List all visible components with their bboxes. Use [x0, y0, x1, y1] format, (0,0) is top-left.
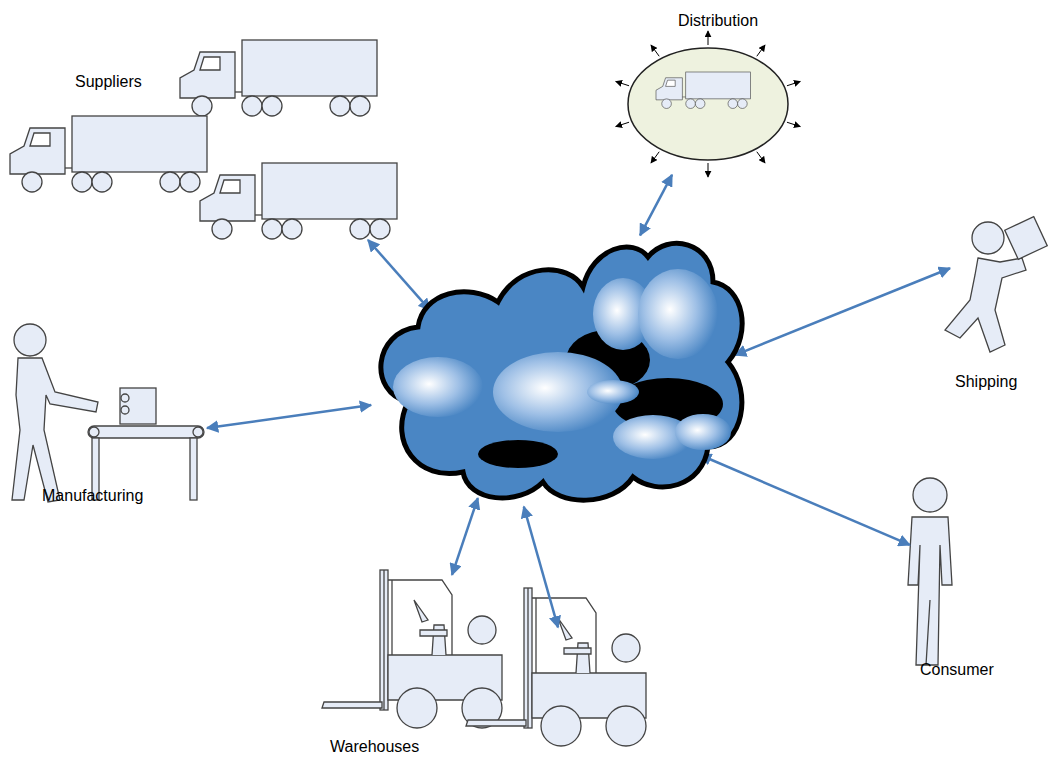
shipping-group: Shipping [935, 210, 1050, 392]
radiating-arrow [616, 122, 629, 126]
double-arrow [700, 455, 910, 545]
group-label: Manufacturing [42, 486, 143, 505]
radiating-arrow [787, 81, 800, 85]
manufacturing-group: Manufacturing [5, 300, 215, 510]
group-label: Shipping [955, 372, 1017, 391]
warehouses-group: Warehouses [320, 560, 662, 760]
radiating-arrow [708, 163, 709, 177]
group-label: Warehouses [330, 737, 419, 756]
radiating-arrow [757, 45, 765, 56]
consumer-group: Consumer [890, 470, 1000, 680]
double-arrow [207, 405, 371, 428]
group-label: Consumer [920, 660, 994, 679]
radiating-arrow [787, 122, 800, 126]
double-arrow [368, 240, 430, 310]
suppliers-group: Suppliers [5, 35, 400, 240]
radiating-arrow [708, 31, 709, 45]
radiating-arrow [616, 81, 629, 85]
group-label: Distribution [678, 11, 758, 30]
group-label: Suppliers [75, 72, 142, 91]
radiating-arrow [651, 152, 659, 163]
double-arrow [735, 268, 950, 355]
cloud-shape [368, 232, 748, 508]
distribution-group: Distribution [620, 5, 800, 182]
radiating-arrow [651, 45, 659, 56]
radiating-arrow [757, 152, 765, 163]
double-arrow [452, 498, 478, 575]
double-arrow [640, 175, 672, 235]
double-arrow [524, 507, 558, 628]
